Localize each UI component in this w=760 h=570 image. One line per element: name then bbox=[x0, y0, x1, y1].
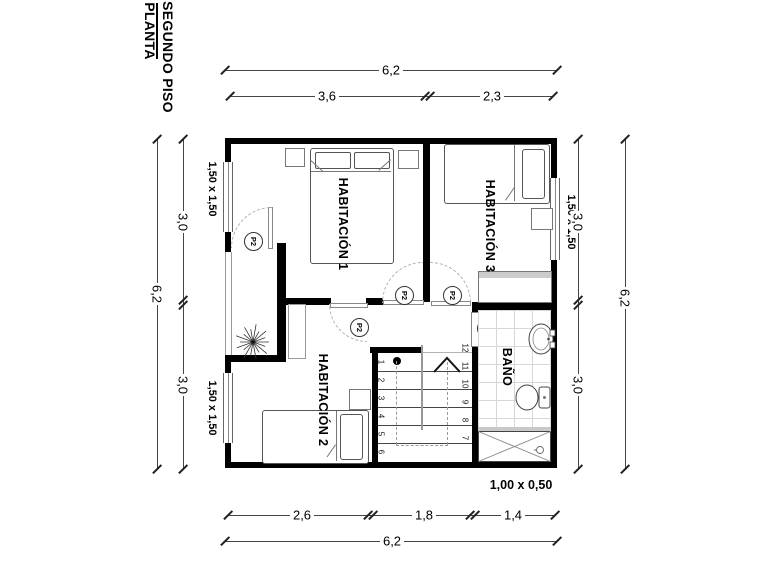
toilet-icon bbox=[515, 384, 551, 411]
nightstand-bedroom1-right bbox=[398, 150, 419, 169]
outer-wall-top bbox=[225, 138, 557, 144]
dim-bottom-seg2: 1,8 bbox=[411, 507, 437, 523]
sink-icon bbox=[528, 323, 556, 355]
blanket-edge bbox=[311, 171, 391, 172]
door-tag-bedroom2: P2 bbox=[350, 318, 369, 337]
dim-line-bottom-segments bbox=[228, 515, 555, 516]
dim-bottom-seg1: 2,6 bbox=[289, 507, 315, 523]
window-bedroom2 bbox=[223, 373, 233, 443]
outer-wall-right-b bbox=[551, 260, 557, 468]
stair-number: 4 bbox=[376, 413, 386, 419]
pillow-left bbox=[315, 152, 351, 169]
dim-right-total: 6,2 bbox=[617, 286, 633, 310]
wall-balcony-vertical bbox=[277, 243, 286, 362]
dim-bottom-seg3: 1,4 bbox=[500, 507, 526, 523]
wall-stairs-left bbox=[372, 347, 378, 468]
sideboard-bedroom3 bbox=[478, 271, 552, 303]
room-label-bedroom3: HABITACIÓN 3 bbox=[483, 179, 497, 273]
room-label-bathroom: BAÑO bbox=[500, 347, 514, 387]
window-bedroom1 bbox=[223, 162, 233, 232]
stairs-direction-arrow bbox=[433, 356, 461, 373]
stair-number: 9 bbox=[460, 399, 470, 405]
sideboard-top bbox=[479, 272, 551, 278]
stair-number: 7 bbox=[460, 435, 470, 441]
stairs-center-rail bbox=[421, 345, 423, 430]
shower-tray bbox=[478, 431, 551, 462]
outer-wall-right-a bbox=[551, 138, 557, 178]
wall-divider-bedroom1-3 bbox=[423, 138, 430, 302]
wardrobe-bedroom2 bbox=[288, 304, 306, 359]
door-tag-bedroom1: P2 bbox=[395, 286, 414, 305]
window-size-label-bedroom1: 1,50 x 1,50 bbox=[206, 159, 218, 219]
stair-number: 6 bbox=[376, 449, 386, 455]
wall-hall-left bbox=[283, 298, 331, 305]
stair-tread-line bbox=[378, 407, 472, 408]
dim-line-top-segments bbox=[230, 96, 553, 97]
wall-stairs-top bbox=[370, 347, 423, 353]
room-label-bedroom1: HABITACIÓN 1 bbox=[336, 177, 350, 271]
blanket-edge-bedroom3 bbox=[514, 145, 515, 201]
wall-bath-top bbox=[472, 302, 557, 310]
stair-number: 12 bbox=[460, 343, 470, 353]
stairs-walkline-up bbox=[447, 362, 448, 445]
dim-left-total: 6,2 bbox=[149, 282, 165, 306]
plant-icon bbox=[235, 324, 269, 359]
nightstand-bedroom1-left bbox=[285, 148, 305, 167]
nightstand-bedroom3 bbox=[531, 208, 553, 230]
blanket-edge-bedroom2 bbox=[336, 411, 337, 461]
door-tag-balcony: P2 bbox=[244, 232, 263, 251]
plan-title-line2: SEGUNDO PISO bbox=[160, 1, 176, 113]
stairs-walkline-down bbox=[396, 361, 397, 445]
shower-size-label: 1,00 x 0,50 bbox=[489, 478, 553, 492]
nightstand-bedroom2 bbox=[349, 389, 371, 410]
pillow-bedroom2 bbox=[340, 414, 363, 460]
stair-tread-line bbox=[378, 425, 472, 426]
stair-tread-line bbox=[378, 371, 472, 372]
window-size-label-bedroom2: 1,50 x 1,50 bbox=[206, 378, 218, 438]
wall-bath-left-lower bbox=[472, 345, 478, 468]
dim-right-seg1: 3,0 bbox=[570, 210, 586, 234]
stair-number: 2 bbox=[376, 377, 386, 383]
outer-wall-bottom bbox=[225, 462, 557, 468]
outer-wall-left-c bbox=[225, 355, 231, 373]
dim-top-total: 6,2 bbox=[378, 62, 404, 78]
pillow-bedroom3 bbox=[522, 149, 545, 199]
dim-left-seg1: 3,0 bbox=[175, 210, 191, 234]
title-underline bbox=[156, 3, 158, 59]
stair-number: 3 bbox=[376, 395, 386, 401]
outer-wall-left-a bbox=[225, 138, 231, 162]
dim-top-seg1: 3,6 bbox=[314, 88, 340, 104]
dim-top-seg2: 2,3 bbox=[479, 88, 505, 104]
room-label-bedroom2: HABITACIÓN 2 bbox=[316, 353, 330, 447]
stairs-arrival-line bbox=[423, 352, 472, 353]
dim-left-seg2: 3,0 bbox=[175, 373, 191, 397]
stair-tread-line bbox=[378, 389, 472, 390]
outer-wall-left-d bbox=[225, 443, 231, 468]
stairs-walkline-across bbox=[396, 445, 448, 446]
dim-right-seg2: 3,0 bbox=[570, 373, 586, 397]
dim-bottom-total: 6,2 bbox=[379, 533, 405, 549]
door-tag-bedroom3: P2 bbox=[443, 286, 462, 305]
stair-number: 1 bbox=[376, 359, 386, 365]
outer-wall-left-b bbox=[225, 232, 231, 252]
stairs-start-dot bbox=[393, 357, 401, 365]
wall-balcony-bottom bbox=[225, 355, 286, 362]
pillow-right bbox=[354, 152, 390, 169]
stair-number: 10 bbox=[460, 379, 470, 389]
balcony-railing bbox=[225, 252, 232, 355]
stair-number: 11 bbox=[460, 361, 470, 371]
shower-threshold bbox=[478, 427, 551, 431]
stair-number: 8 bbox=[460, 417, 470, 423]
wall-hall-mid bbox=[366, 298, 383, 305]
stair-tread-line bbox=[378, 443, 472, 444]
stair-number: 5 bbox=[376, 431, 386, 437]
